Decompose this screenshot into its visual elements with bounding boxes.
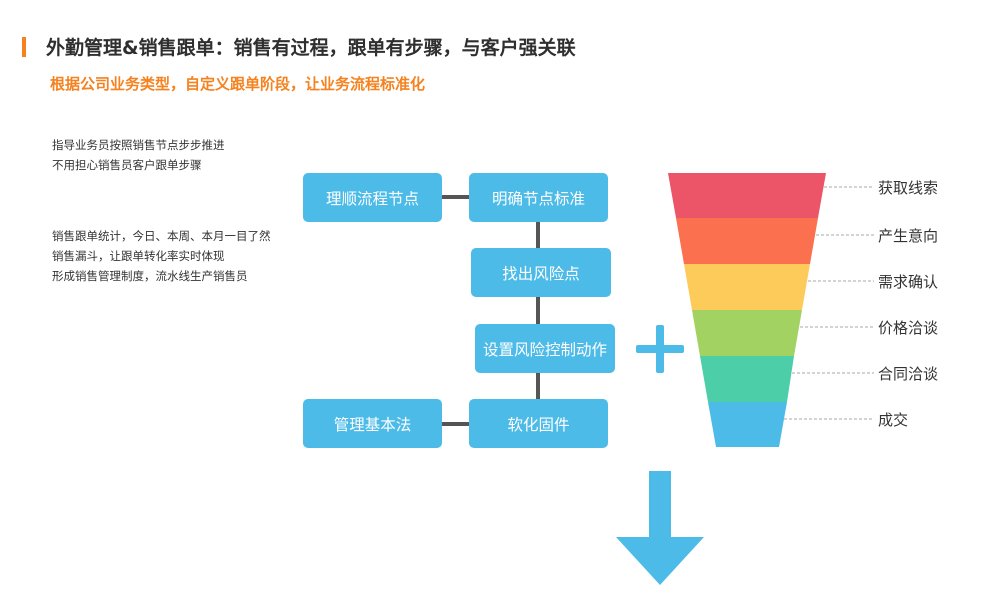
- connector-risk-to-control: [536, 296, 540, 326]
- funnel-label-deal: 成交: [878, 411, 909, 429]
- title-accent-bar: [22, 37, 26, 57]
- page-subtitle: 根据公司业务类型，自定义跟单阶段，让业务流程标准化: [50, 75, 426, 93]
- funnel-label-leads: 获取线索: [878, 179, 939, 197]
- note-line: 销售跟单统计，今日、本周、本月一目了然: [52, 229, 271, 243]
- funnel-stage-leads: [668, 173, 826, 218]
- funnel-label-price: 价格洽谈: [878, 319, 939, 337]
- page-title: 外勤管理&销售跟单：销售有过程，跟单有步骤，与客户强关联: [46, 37, 576, 59]
- funnel-stage-contract: [700, 356, 794, 402]
- funnel-label-confirm: 需求确认: [878, 273, 939, 291]
- note-line: 指导业务员按照销售节点步步推进: [52, 138, 225, 152]
- flow-node-find-risk: 找出风险点: [471, 248, 611, 297]
- flow-node-solidify: 软化固件: [469, 399, 608, 448]
- note-group-guidance: 指导业务员按照销售节点步步推进 不用担心销售员客户跟单步骤: [52, 135, 225, 175]
- flow-node-sort-process: 理顺流程节点: [303, 173, 442, 222]
- flow-node-risk-control: 设置风险控制动作: [475, 324, 615, 373]
- connector-standard-to-risk: [536, 220, 540, 250]
- flow-node-basic-rules: 管理基本法: [303, 399, 442, 448]
- funnel-stage-confirm: [684, 264, 810, 310]
- funnel-stage-deal: [708, 402, 787, 447]
- note-line: 不用担心销售员客户跟单步骤: [52, 158, 202, 172]
- arrow-down-icon: [616, 471, 704, 585]
- funnel-stage-price: [692, 310, 802, 356]
- connector-sort-to-standard: [442, 195, 470, 199]
- note-line: 形成销售管理制度，流水线生产销售员: [52, 269, 248, 283]
- funnel-label-contract: 合同洽谈: [878, 365, 939, 383]
- flow-node-clear-standard: 明确节点标准: [469, 173, 608, 222]
- funnel-stage-intent: [676, 218, 818, 264]
- connector-rules-to-solidify: [442, 422, 470, 426]
- connector-control-to-solidify: [536, 372, 540, 402]
- sales-funnel: [668, 173, 874, 447]
- note-group-statistics: 销售跟单统计，今日、本周、本月一目了然 销售漏斗，让跟单转化率实时体现 形成销售…: [52, 226, 271, 286]
- funnel-label-intent: 产生意向: [878, 227, 939, 245]
- note-line: 销售漏斗，让跟单转化率实时体现: [52, 249, 225, 263]
